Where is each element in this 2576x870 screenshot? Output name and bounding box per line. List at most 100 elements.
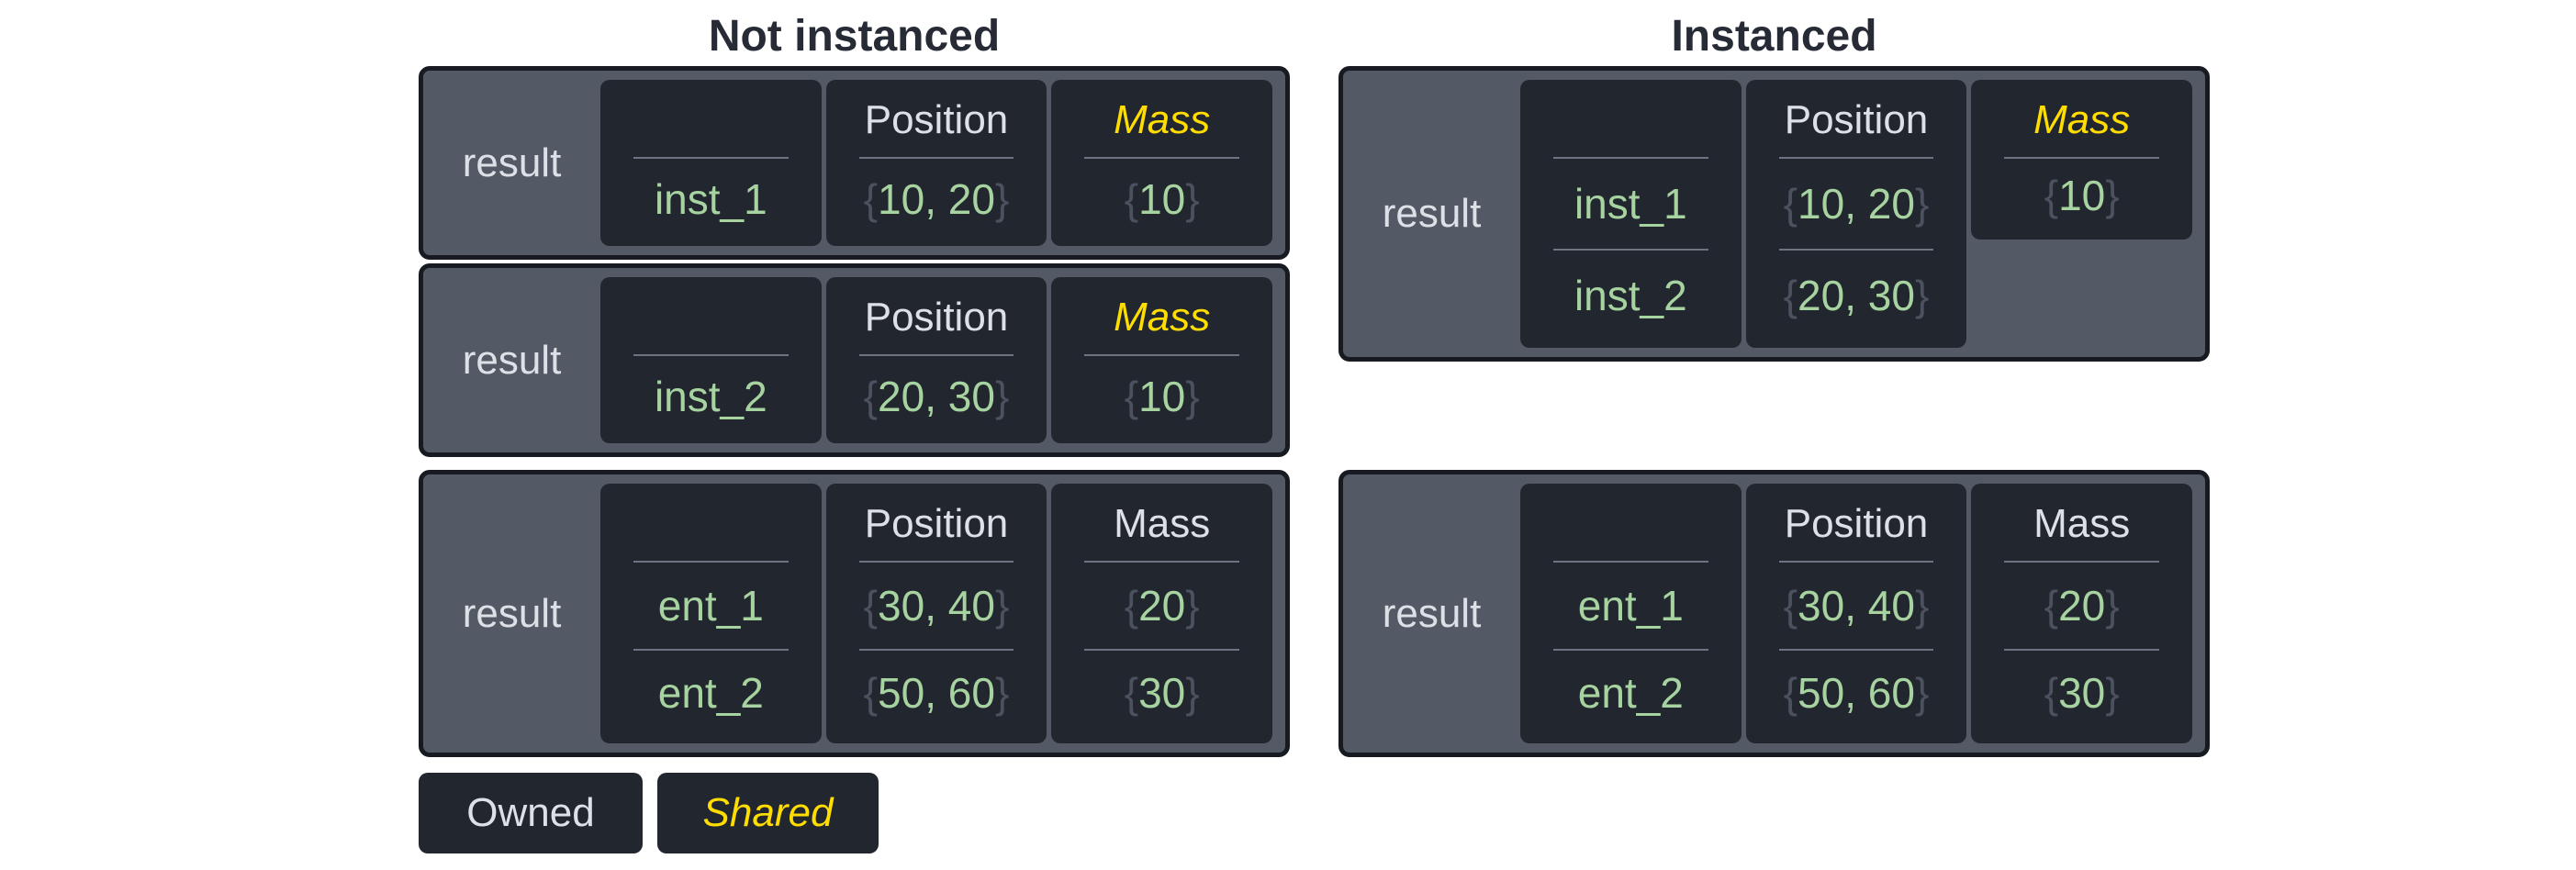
result-row-label: result [462,139,562,185]
close-brace: } [994,372,1010,420]
column-header [1529,84,1732,157]
close-brace: } [994,581,1010,630]
value-text: ent_1 [657,581,764,630]
open-brace: { [863,372,879,420]
column-header-shared: Mass [1114,295,1211,340]
value-text: 20, 30 [1798,272,1915,319]
close-brace: } [1914,581,1930,630]
component-value: {20} [1980,563,2183,649]
column-cell-position: Position{10, 20} [825,80,1047,246]
value-text: inst_1 [1574,180,1687,228]
value-text: inst_2 [1574,272,1687,319]
close-brace: } [1914,180,1930,228]
close-brace: } [994,669,1010,718]
open-brace: { [1783,669,1798,718]
column-cell-entity: inst_1 [600,80,822,246]
value-text: 10, 20 [1798,180,1915,228]
column-header: Position [864,501,1009,546]
section-title-not-instanced: Not instanced [708,12,1001,61]
separator-line [2004,157,2160,159]
column-cell-mass: Mass{10} [1051,80,1273,246]
separator-line [2004,648,2160,651]
component-value: {30, 40} [835,563,1038,649]
entity-name: inst_2 [1529,251,1732,340]
separator-line [1084,561,1240,563]
entity-name: ent_1 [610,563,812,649]
open-brace: { [863,174,879,223]
value-text: 10 [1138,174,1186,223]
open-brace: { [2044,669,2059,718]
separator-line [1553,157,1708,159]
open-brace: { [1124,372,1139,420]
legend-shared: Shared [657,773,879,853]
component-value: {30} [1060,651,1263,737]
column-cell-entity: ent_1 ent_2 [600,484,822,743]
value-text: 30 [1138,669,1186,718]
column-header: Mass [2033,501,2131,546]
open-brace: { [863,581,879,630]
close-brace: } [1185,372,1200,420]
value-text: 20 [1138,581,1186,630]
value-text: 20 [2058,581,2106,630]
separator-line [1084,157,1240,159]
component-value: {20, 30} [835,356,1038,436]
close-brace: } [1185,174,1200,223]
open-brace: { [1124,669,1139,718]
separator-line [858,561,1014,563]
column-cell-mass: Mass{20}{30} [1971,484,2193,743]
column-header [610,281,812,354]
component-value: {30, 40} [1755,563,1958,649]
component-value: {20} [1060,563,1263,649]
separator-line [633,648,789,651]
value-text: 20, 30 [878,372,995,420]
close-brace: } [1914,669,1930,718]
separator-line [858,157,1014,159]
open-brace: { [1124,581,1139,630]
column-header: Mass [1114,501,1211,546]
entity-name: inst_1 [610,159,812,239]
component-value: {10} [1980,159,2183,232]
separator-line [1084,354,1240,356]
close-brace: } [1914,272,1930,319]
close-brace: } [1185,581,1200,630]
column-cell-entity: inst_2 [600,277,822,443]
column-cell-mass: Mass{10} [1051,277,1273,443]
column-cell-position: Position {20, 30} [825,277,1047,443]
value-text: ent_2 [657,669,764,718]
separator-line [1553,648,1708,651]
column-header: Position [864,295,1009,340]
result-row-label: result [1382,590,1482,636]
column-header: Position [864,97,1009,142]
column-header: Position [1784,501,1929,546]
value-text: 50, 60 [1798,669,1915,718]
separator-line [2004,561,2160,563]
column-cell-mass: Mass{10} [1971,80,2193,240]
open-brace: { [1783,180,1798,228]
value-text: ent_2 [1577,669,1684,718]
open-brace: { [2044,172,2059,219]
component-value: {50, 60} [1755,651,1958,737]
open-brace: { [863,669,879,718]
separator-line [1778,561,1934,563]
open-brace: { [1783,272,1798,319]
separator-line [633,157,789,159]
separator-line [1778,157,1934,159]
open-brace: { [2044,581,2059,630]
component-value: {10, 20} [1755,159,1958,249]
open-brace: { [1783,581,1798,630]
column-cell-position: Position{30, 40}{50, 60} [825,484,1047,743]
separator-line [633,354,789,356]
column-cell-position: Position{10, 20}{20, 30} [1745,80,1967,348]
close-brace: } [2105,669,2120,718]
entity-name: ent_2 [1529,651,1732,737]
